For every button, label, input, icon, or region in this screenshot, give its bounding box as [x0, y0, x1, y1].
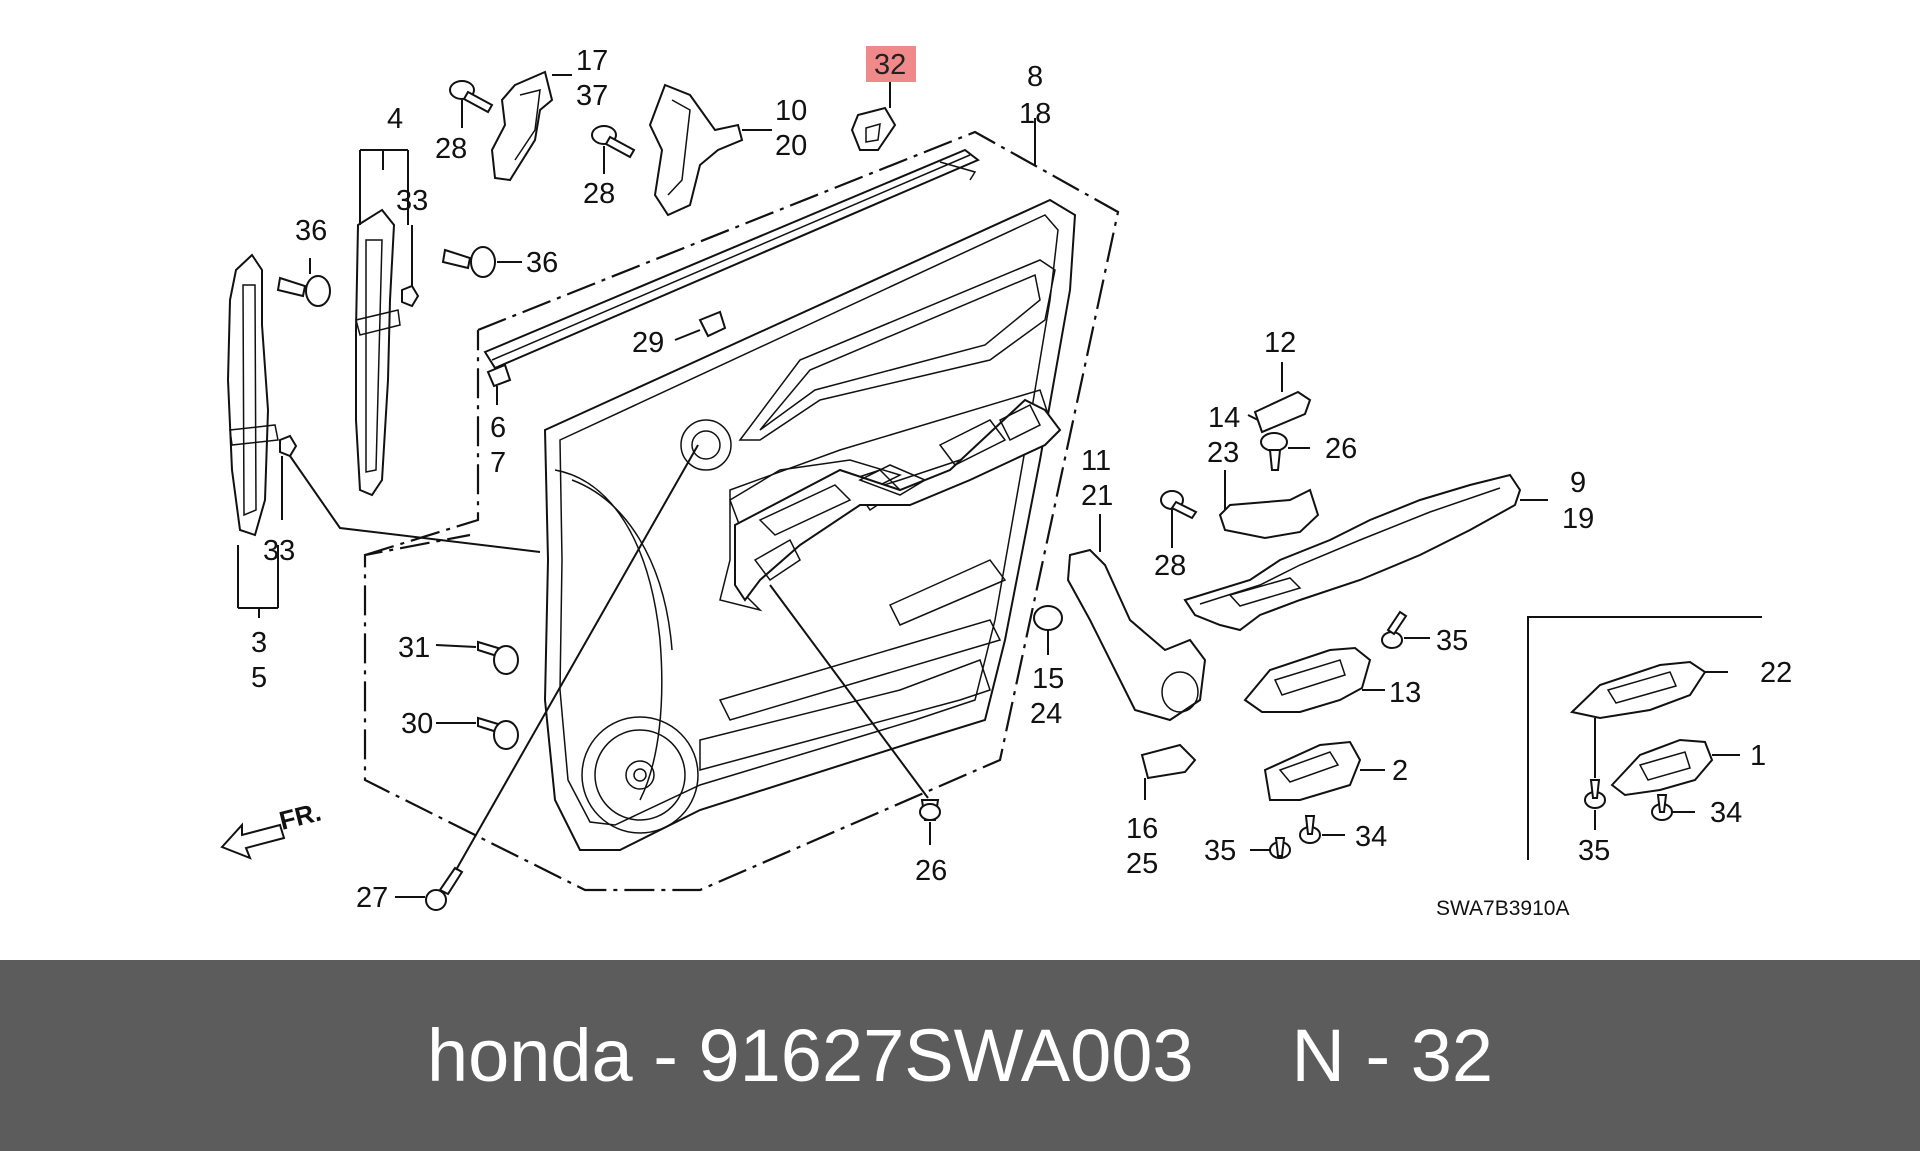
caption-position: N - 32 — [1291, 1014, 1494, 1097]
callout-35-c: 35 — [1578, 835, 1610, 867]
callout-1: 1 — [1750, 740, 1766, 772]
grip-bracket-4 — [355, 208, 401, 497]
grip-bracket-3-5 — [226, 253, 279, 537]
callout-25: 25 — [1126, 848, 1158, 880]
screw-28-c — [1160, 490, 1198, 548]
caption-separator: - — [632, 1014, 699, 1097]
callout-29: 29 — [632, 327, 664, 359]
callout-12: 12 — [1264, 327, 1296, 359]
callout-18: 18 — [1019, 98, 1051, 130]
callout-6: 6 — [490, 412, 506, 444]
screw-30 — [436, 716, 519, 750]
highlight-box-32 — [866, 46, 916, 82]
callout-35-a: 35 — [1436, 625, 1468, 657]
callout-26-upper: 26 — [1325, 433, 1357, 465]
variant-box — [1527, 616, 1762, 860]
clip-33-upper — [401, 225, 420, 308]
armrest-bracket-frame — [734, 398, 1062, 602]
clip-32-part — [850, 82, 897, 151]
diagram-code: SWA7B3910A — [1436, 897, 1569, 920]
callout-21: 21 — [1081, 480, 1113, 512]
callout-8: 8 — [1027, 61, 1043, 93]
clip-29 — [674, 310, 727, 341]
clip-15-24 — [1033, 605, 1063, 655]
callout-31: 31 — [398, 632, 430, 664]
clip-33-left — [279, 434, 541, 553]
screw-27 — [395, 444, 699, 911]
callout-5: 5 — [251, 662, 267, 694]
leader-4 — [359, 149, 409, 225]
callout-35-b: 35 — [1204, 835, 1236, 867]
bolt-36-center — [441, 246, 522, 278]
bracket-23 — [1218, 470, 1320, 540]
front-direction-label: FR. — [276, 797, 324, 836]
callout-19: 19 — [1562, 503, 1594, 535]
weatherstrip-molding — [483, 148, 980, 370]
callout-15: 15 — [1032, 663, 1064, 695]
screw-34-a — [1299, 815, 1345, 844]
part-caption-bar: honda - 91627SWA003 N - 32 — [0, 960, 1920, 1151]
callout-20: 20 — [775, 130, 807, 162]
callout-23: 23 — [1207, 437, 1239, 469]
callout-16: 16 — [1126, 813, 1158, 845]
callout-22: 22 — [1760, 657, 1792, 689]
callout-2: 2 — [1392, 755, 1408, 787]
callout-7: 7 — [490, 447, 506, 479]
callout-14: 14 — [1208, 402, 1240, 434]
inner-handle-11-21 — [1066, 514, 1207, 722]
callout-9: 9 — [1570, 467, 1586, 499]
callout-36-center: 36 — [526, 247, 558, 279]
clip-16-25 — [1140, 743, 1197, 800]
screw-28-a — [449, 80, 494, 128]
screw-35-c — [1584, 718, 1606, 830]
bracket-17-37 — [490, 70, 572, 182]
clip-6-7 — [486, 363, 512, 405]
door-lining-exploded-diagram: FR. 1 2 3 4 5 6 7 8 9 10 11 12 13 14 15 … — [220, 45, 1792, 920]
screw-35-a — [1381, 610, 1430, 649]
callout-13: 13 — [1389, 677, 1421, 709]
callout-32: 32 — [874, 49, 906, 81]
front-direction-arrow — [220, 822, 286, 860]
screw-28-b — [591, 125, 636, 174]
switch-panel-13 — [1243, 646, 1385, 713]
callout-36-left: 36 — [295, 215, 327, 247]
power-window-switch-1 — [1610, 738, 1740, 797]
callout-33-upper: 33 — [396, 185, 428, 217]
power-window-switch-2 — [1263, 740, 1385, 801]
cap-12-14 — [1247, 362, 1312, 434]
switch-panel-22 — [1569, 660, 1728, 720]
callout-34-b: 34 — [1710, 797, 1742, 829]
callout-28-b: 28 — [583, 178, 615, 210]
screw-34-b — [1651, 794, 1695, 821]
callout-30: 30 — [401, 708, 433, 740]
callout-11: 11 — [1081, 445, 1111, 477]
leader-3-5 — [237, 545, 279, 618]
callout-34-a: 34 — [1355, 821, 1387, 853]
callout-33-lower: 33 — [263, 535, 295, 567]
callout-10: 10 — [775, 95, 807, 127]
callout-17: 17 — [576, 45, 608, 77]
callout-37: 37 — [576, 80, 608, 112]
callout-26-lower: 26 — [915, 855, 947, 887]
screw-26-lower — [769, 584, 941, 845]
screw-26-upper — [1260, 432, 1310, 471]
callout-4: 4 — [387, 103, 403, 135]
callout-27: 27 — [356, 882, 388, 914]
screw-31 — [435, 640, 519, 675]
callout-3: 3 — [251, 627, 267, 659]
caption-part-number: 91627SWA003 — [698, 1014, 1194, 1097]
callout-28-a: 28 — [435, 133, 467, 165]
bracket-10-20 — [648, 83, 772, 217]
callout-28-c: 28 — [1154, 550, 1186, 582]
panel-outline-dashed — [363, 130, 1120, 892]
armrest-9-19 — [1183, 473, 1548, 632]
callout-24: 24 — [1030, 698, 1062, 730]
caption-brand: honda — [426, 1014, 633, 1097]
screw-35-b — [1250, 837, 1291, 859]
bolt-36-left — [276, 258, 331, 307]
